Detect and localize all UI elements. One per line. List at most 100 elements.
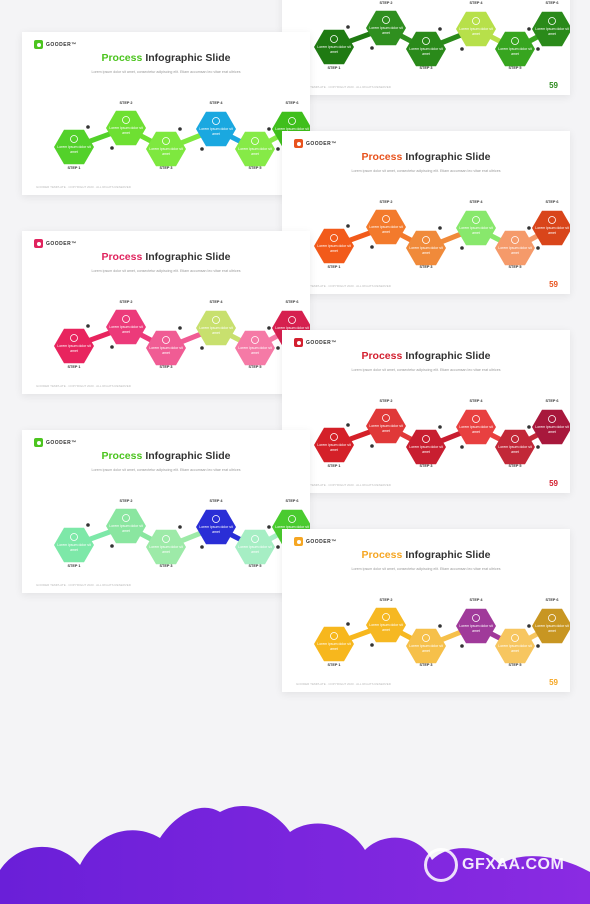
hexagon-step-5	[235, 127, 275, 167]
hexagon-step-3	[406, 27, 446, 67]
hexagon-text: Lorem ipsum dolor sit amet	[459, 624, 493, 633]
hexagon-text: Lorem ipsum dolor sit amet	[238, 346, 272, 355]
marker-dot	[178, 326, 182, 330]
marker-dot	[86, 523, 90, 527]
step-label: STEP 6	[285, 101, 299, 105]
hexagon-step-1	[54, 125, 94, 165]
hexagon-step-2	[366, 209, 406, 249]
hexagon-shape	[406, 628, 446, 664]
hexagon-shape	[532, 608, 570, 644]
marker-dot	[438, 27, 442, 31]
step-icon	[382, 215, 390, 223]
title-accent: Process	[361, 151, 403, 163]
hexagon-shape	[106, 508, 146, 544]
brand-logo-icon	[294, 537, 303, 546]
step-label: STEP 5	[508, 464, 522, 468]
step-icon	[472, 17, 480, 25]
marker-dot	[460, 445, 464, 449]
hexagon-step-6	[532, 409, 570, 449]
step-label: STEP 5	[248, 564, 262, 568]
hexagon-text: Lorem ipsum dolor sit amet	[498, 246, 532, 255]
hexagon-shape	[196, 509, 236, 545]
step-icon	[511, 634, 519, 642]
hexagon-shape	[196, 111, 236, 147]
hexagon-text: Lorem ipsum dolor sit amet	[409, 445, 443, 454]
hexagon-step-2	[106, 508, 146, 548]
step-label: STEP 2	[119, 499, 133, 503]
brand-name: GOODER™	[46, 240, 77, 247]
step-icon	[422, 236, 430, 244]
hexagon-text: Lorem ipsum dolor sit amet	[369, 26, 403, 35]
hexagon-text: Lorem ipsum dolor sit amet	[57, 344, 91, 353]
hexagon-shape	[366, 408, 406, 444]
step-icon	[472, 614, 480, 622]
step-icon	[382, 613, 390, 621]
brand: GOODER™	[34, 239, 77, 248]
hexagon-text: Lorem ipsum dolor sit amet	[535, 27, 569, 36]
step-label: STEP 1	[67, 564, 81, 568]
hexagon-shape	[314, 427, 354, 463]
title-accent: Process	[361, 350, 403, 362]
step-label: STEP 4	[209, 300, 223, 304]
hexagon-text: Lorem ipsum dolor sit amet	[109, 325, 143, 334]
hexagon-text: Lorem ipsum dolor sit amet	[199, 525, 233, 534]
marker-dot	[346, 25, 350, 29]
hexagon-shape	[406, 230, 446, 266]
slide-footer: GOODER TEMPLATE · COPYRIGHT 2020 · ALL R…	[36, 583, 131, 587]
hexagon-text: Lorem ipsum dolor sit amet	[109, 524, 143, 533]
hexagon-step-1	[54, 523, 94, 563]
marker-dot	[267, 326, 271, 330]
watermark: GFXAA.COM	[424, 848, 564, 882]
hexagon-step-4	[196, 509, 236, 549]
hexagon-step-3	[406, 624, 446, 664]
hexagon-shape	[314, 626, 354, 662]
step-icon	[330, 632, 338, 640]
step-label: STEP 2	[379, 598, 393, 602]
step-label: STEP 4	[209, 101, 223, 105]
marker-dot	[346, 622, 350, 626]
hexagon-text: Lorem ipsum dolor sit amet	[409, 644, 443, 653]
hexagon-text: Lorem ipsum dolor sit amet	[369, 424, 403, 433]
hexagon-shape	[54, 527, 94, 563]
hexagon-text: Lorem ipsum dolor sit amet	[149, 545, 183, 554]
page-number: 59	[549, 81, 558, 90]
slide-subtitle: Lorem ipsum dolor sit amet, consectetur …	[351, 368, 501, 372]
step-icon	[548, 614, 556, 622]
hexagon-text: Lorem ipsum dolor sit amet	[317, 244, 351, 253]
hexagon-text: Lorem ipsum dolor sit amet	[498, 644, 532, 653]
hexagon-text: Lorem ipsum dolor sit amet	[409, 47, 443, 56]
hexagon-step-6	[532, 210, 570, 250]
step-label: STEP 1	[327, 464, 341, 468]
marker-dot	[438, 425, 442, 429]
marker-dot	[267, 127, 271, 131]
marker-dot	[536, 644, 540, 648]
step-icon	[548, 17, 556, 25]
step-icon	[330, 35, 338, 43]
step-icon	[122, 315, 130, 323]
marker-dot	[370, 643, 374, 647]
hexagon-shape	[314, 228, 354, 264]
step-icon	[288, 515, 296, 523]
hexagon-shape	[366, 607, 406, 643]
step-label: STEP 5	[248, 166, 262, 170]
hexagon-step-6	[532, 11, 570, 51]
marker-dot	[200, 346, 204, 350]
step-label: STEP 2	[119, 101, 133, 105]
slide-footer: GOODER TEMPLATE · COPYRIGHT 2020 · ALL R…	[36, 384, 131, 388]
marker-dot	[370, 245, 374, 249]
hexagon-shape	[235, 529, 275, 565]
process-flow	[54, 508, 310, 565]
brand: GOODER™	[294, 338, 337, 347]
step-icon	[511, 435, 519, 443]
hexagon-shape	[532, 210, 570, 246]
slide-footer: GOODER TEMPLATE · COPYRIGHT 2020 · ALL R…	[296, 682, 391, 686]
hexagon-step-5	[495, 624, 535, 664]
step-icon	[382, 414, 390, 422]
hexagon-shape	[106, 309, 146, 345]
marker-dot	[346, 423, 350, 427]
